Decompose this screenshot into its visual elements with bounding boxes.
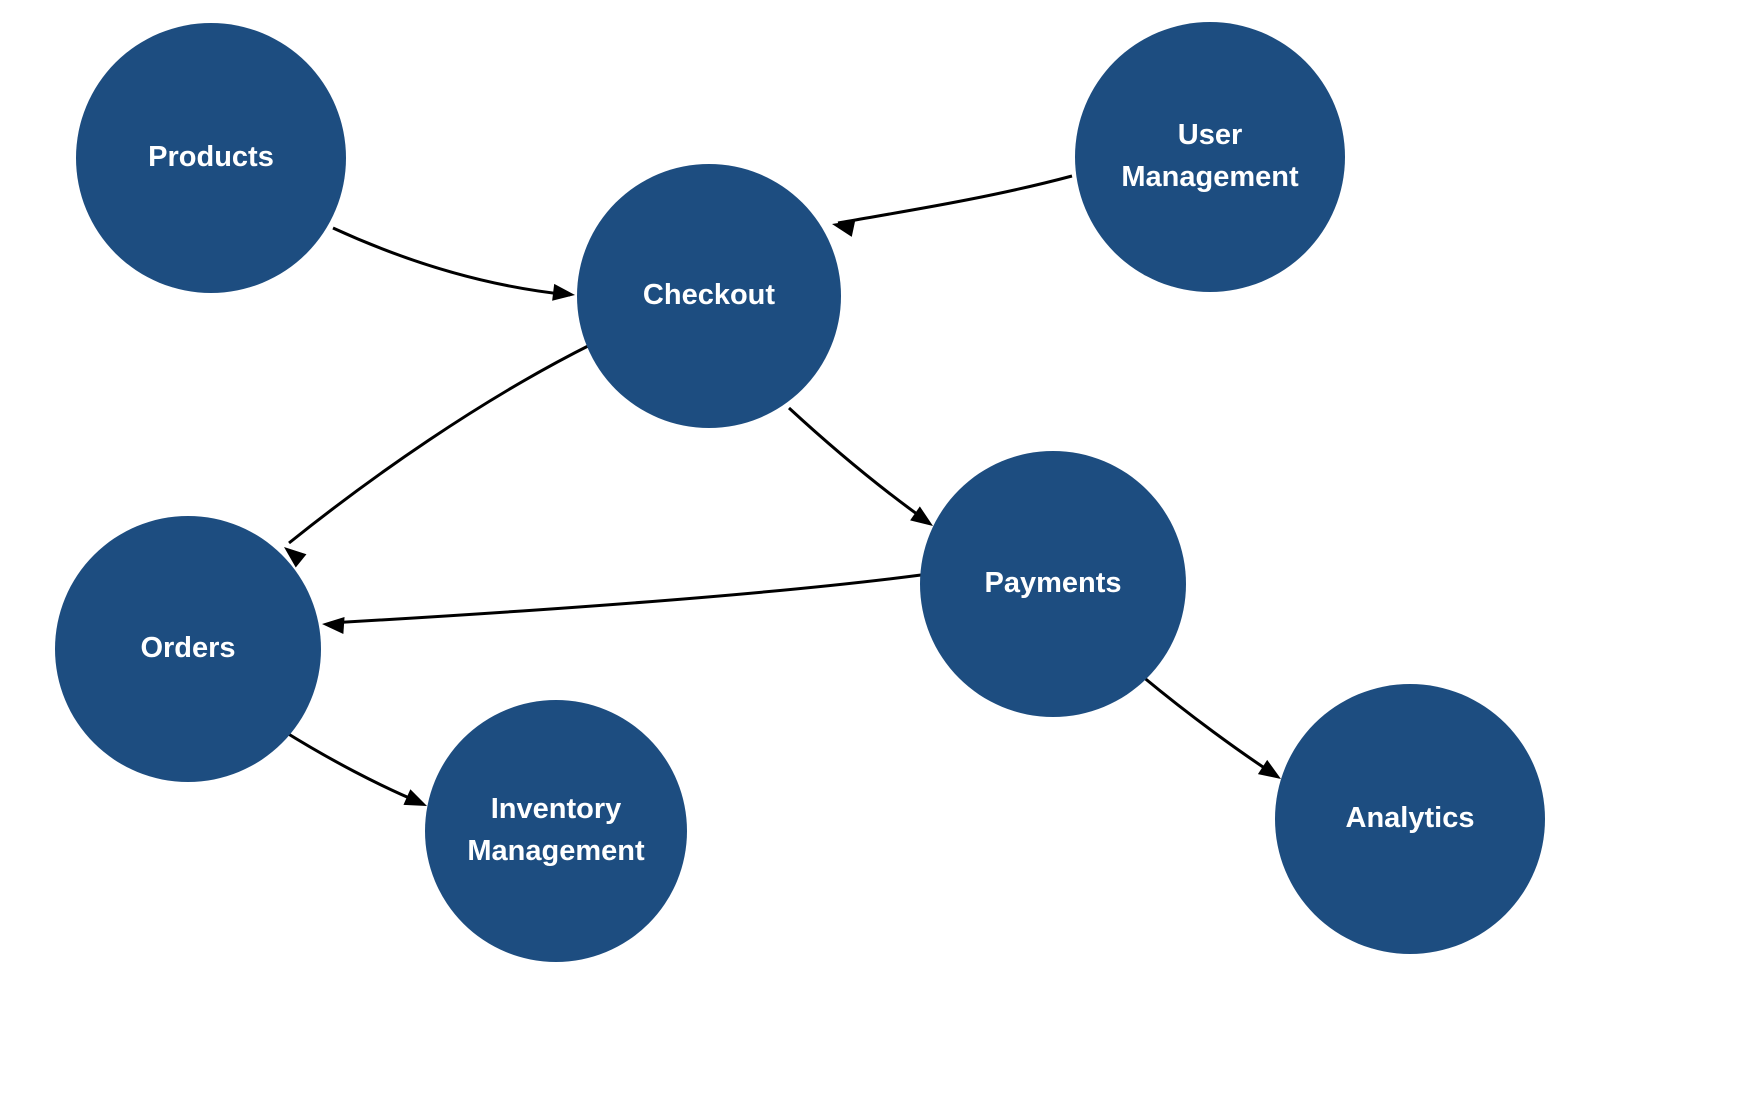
node-analytics[interactable]: Analytics — [1275, 684, 1545, 954]
edge-payments-to-analytics — [1141, 674, 1281, 779]
node-orders[interactable]: Orders — [55, 516, 321, 782]
edge-line — [288, 342, 593, 545]
node-circle-payments[interactable] — [920, 451, 1186, 717]
edge-checkout-to-orders — [284, 342, 593, 568]
edge-products-to-checkout — [332, 226, 575, 301]
edge-line — [332, 226, 571, 297]
edge-line — [837, 174, 1073, 225]
edge-line — [1141, 674, 1276, 777]
edge-payments-to-orders — [322, 573, 922, 635]
arrowhead-icon — [910, 506, 933, 526]
node-circle-checkout[interactable] — [577, 164, 841, 428]
node-circle-analytics[interactable] — [1275, 684, 1545, 954]
edge-line — [281, 728, 422, 805]
edge-line — [329, 573, 922, 625]
edge-orders-to-inventory — [281, 728, 427, 806]
node-payments[interactable]: Payments — [920, 451, 1186, 717]
edge-line — [787, 406, 929, 524]
node-circle-user_mgmt[interactable] — [1075, 22, 1345, 292]
node-circle-orders[interactable] — [55, 516, 321, 782]
arrowhead-icon — [322, 617, 345, 635]
node-circle-inventory[interactable] — [425, 700, 687, 962]
edge-usermgmt-to-checkout — [832, 174, 1073, 237]
arrowhead-icon — [403, 789, 427, 806]
arrowhead-icon — [832, 220, 856, 237]
arrowhead-icon — [1257, 759, 1281, 779]
node-checkout[interactable]: Checkout — [577, 164, 841, 428]
node-circle-products[interactable] — [76, 23, 346, 293]
arrowhead-icon — [552, 283, 575, 301]
node-products[interactable]: Products — [76, 23, 346, 293]
edge-checkout-to-payments — [787, 406, 933, 526]
arrowhead-icon — [284, 547, 307, 568]
edges-layer — [281, 174, 1281, 806]
